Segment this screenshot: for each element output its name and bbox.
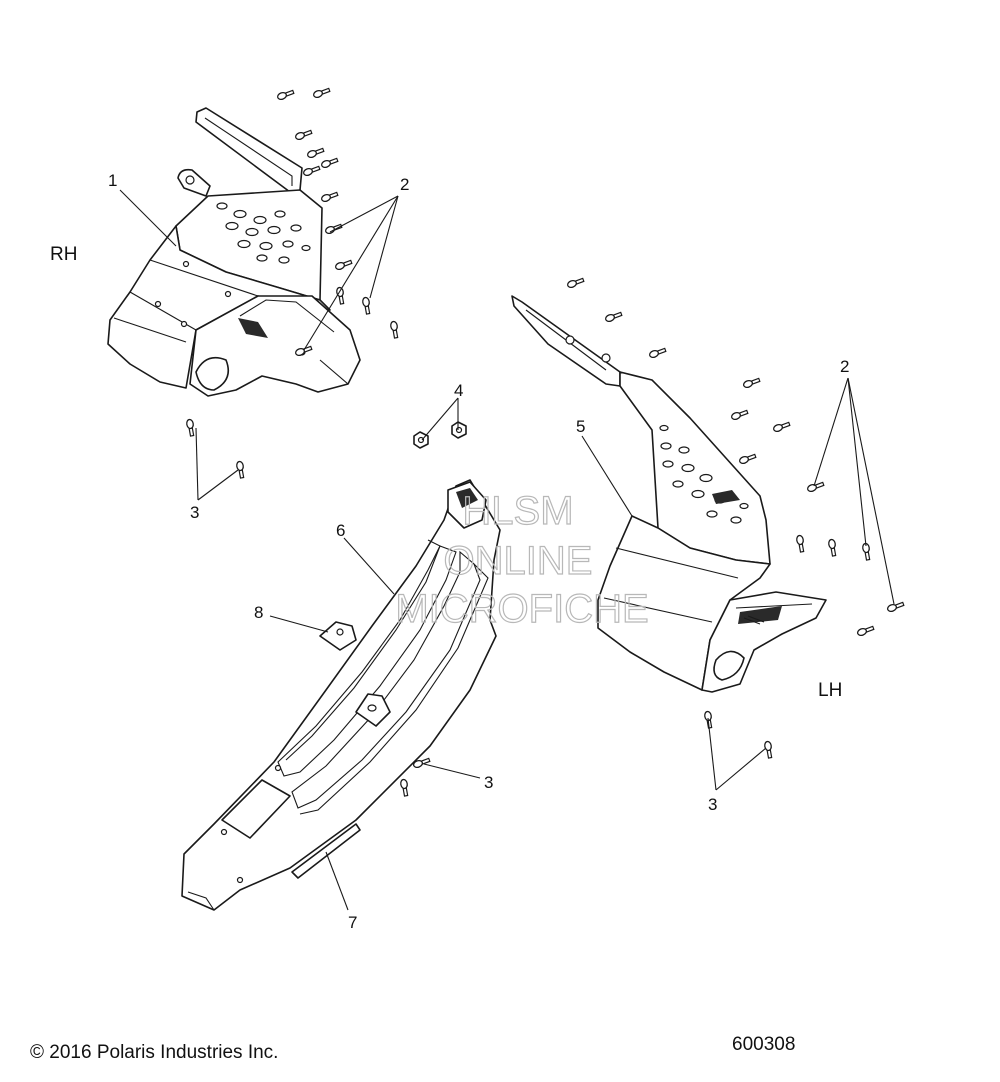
screw — [772, 421, 791, 433]
screw — [276, 89, 295, 101]
screw — [412, 757, 431, 769]
screw — [796, 534, 805, 553]
screw — [294, 345, 313, 357]
lh-closeoff-panel — [511, 295, 827, 693]
center-tunnel-panel — [181, 479, 501, 911]
mounting-bracket — [319, 621, 357, 651]
screw — [306, 147, 325, 159]
side-label-lh: LH — [818, 680, 842, 701]
copyright-text: © 2016 Polaris Industries Inc. — [30, 1042, 278, 1063]
screw — [828, 538, 837, 557]
figure-number: 600308 — [732, 1034, 795, 1055]
watermark: HLSM ONLINE MICROFICHE — [395, 488, 650, 631]
screw — [294, 129, 313, 141]
screw — [236, 460, 245, 479]
watermark-line-3: MICROFICHE — [395, 587, 648, 631]
callout-4: 4 — [454, 381, 463, 400]
watermark-line-1: HLSM — [462, 489, 573, 533]
screw — [324, 223, 343, 235]
rh-closeoff-panel — [107, 107, 361, 397]
callout-2-rh: 2 — [400, 175, 409, 194]
screw — [738, 453, 757, 465]
screw — [730, 409, 749, 421]
screw — [856, 625, 875, 637]
watermark-line-2: ONLINE — [444, 539, 593, 583]
callout-2-lh: 2 — [840, 357, 849, 376]
callout-3-center: 3 — [484, 773, 493, 792]
screw — [604, 311, 623, 323]
screw — [302, 165, 321, 177]
callout-5: 5 — [576, 417, 585, 436]
rh-vent-holes — [216, 202, 311, 264]
side-label-rh: RH — [50, 244, 77, 265]
screw — [648, 347, 667, 359]
screw — [390, 320, 399, 339]
callout-7: 7 — [348, 913, 357, 932]
screw — [362, 296, 371, 315]
callout-3-lh: 3 — [708, 795, 717, 814]
seal-strip — [291, 823, 361, 879]
screw — [320, 157, 339, 169]
screw — [186, 418, 195, 437]
screw — [312, 87, 331, 99]
callout-6: 6 — [336, 521, 345, 540]
callout-8: 8 — [254, 603, 263, 622]
screw — [764, 740, 773, 759]
callout-1: 1 — [108, 171, 117, 190]
screw — [320, 191, 339, 203]
screws — [186, 87, 905, 797]
screw — [862, 542, 871, 561]
screw — [806, 481, 825, 493]
callout-3-rh: 3 — [190, 503, 199, 522]
screw — [704, 710, 713, 729]
screw — [334, 259, 353, 271]
screw — [566, 277, 585, 289]
screw — [400, 778, 409, 797]
screw — [742, 377, 761, 389]
callout-labels: 1 2 3 4 5 6 7 8 3 2 3 RH LH — [50, 171, 849, 932]
screw — [886, 601, 905, 613]
leader-lines — [119, 189, 895, 911]
